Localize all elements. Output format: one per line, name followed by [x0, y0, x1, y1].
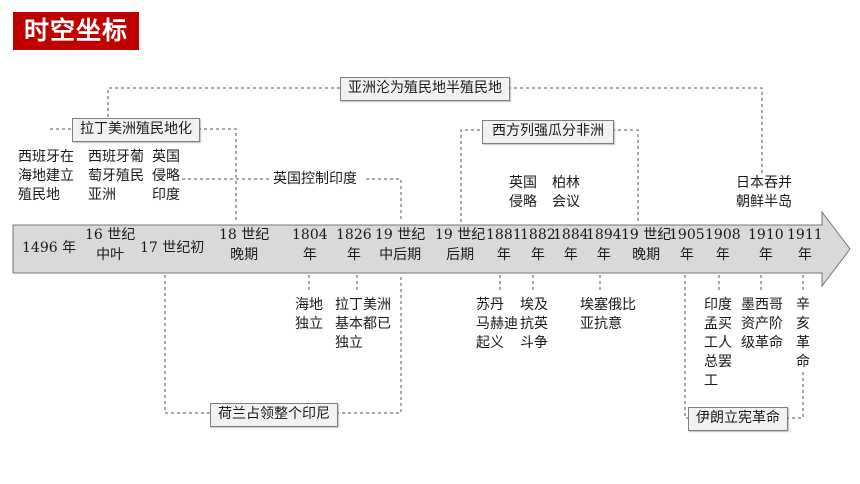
- africa-partition-box: 西方列强瓜分非洲: [482, 120, 614, 144]
- event-haiti-independence: 海地 独立: [295, 297, 323, 332]
- timeline-arrow: [12, 210, 851, 288]
- tick-1911: 1911 年: [787, 227, 823, 263]
- event-latam-independence: 拉丁美洲 基本都已 独立: [335, 297, 391, 351]
- event-xinhai: 辛 亥 革 命: [796, 297, 810, 370]
- uk-control-link: [366, 178, 402, 222]
- event-uk-india-invade: 英国 侵略 印度: [152, 148, 180, 205]
- tick-1905: 1905 年: [669, 227, 705, 263]
- africa-bracket: [460, 129, 639, 222]
- tick-1881: 1881 年: [486, 227, 522, 263]
- event-mexico-revolution: 墨西哥 资产阶 级革命: [741, 297, 783, 351]
- tick-19c-verylate: 19 世纪 晚期: [621, 227, 672, 263]
- iran-revolution-box: 伊朗立宪革命: [688, 407, 788, 431]
- tick-18c-late: 18 世纪 晚期: [219, 227, 270, 263]
- tick-1496: 1496 年: [22, 240, 77, 256]
- event-uk-control-india: 英国控制印度: [273, 169, 357, 189]
- dutch-bracket: [164, 275, 402, 414]
- asia-bracket: [107, 87, 763, 173]
- tick-19c-midlate: 19 世纪 中后期: [375, 227, 426, 263]
- event-berlin-conference: 柏林 会议: [552, 175, 580, 210]
- iran-bracket: [684, 275, 804, 419]
- slide-title: 时空坐标: [13, 12, 139, 50]
- tick-1882: 1882 年: [520, 227, 556, 263]
- tick-19c-late: 19 世纪 后期: [435, 227, 486, 263]
- event-uk-invade-egypt: 英国 侵略: [509, 175, 537, 210]
- tick-16c-mid: 16 世纪 中叶: [85, 227, 136, 263]
- event-sudan-mahdi: 苏丹 马赫迪 起义: [476, 297, 518, 351]
- latin-bracket: [50, 128, 237, 222]
- tick-1884: 1884 年: [553, 227, 589, 263]
- event-japan-korea: 日本吞并 朝鲜半岛: [736, 174, 792, 212]
- event-egypt-war: 埃及 抗英 斗争: [520, 297, 548, 351]
- dutch-indonesia-box: 荷兰占领整个印尼: [210, 403, 338, 427]
- tick-17c-early: 17 世纪初: [140, 240, 205, 256]
- tick-1910: 1910 年: [748, 227, 784, 263]
- event-ethiopia: 埃塞俄比 亚抗意: [580, 297, 636, 332]
- asia-semicolonial-box: 亚洲沦为殖民地半殖民地: [340, 77, 510, 101]
- latin-colonization-box: 拉丁美洲殖民地化: [72, 118, 200, 142]
- event-spain-haiti: 西班牙在 海地建立 殖民地: [18, 149, 74, 203]
- tick-1908: 1908 年: [705, 227, 741, 263]
- event-spain-portugal: 西班牙葡 萄牙殖民 亚洲: [88, 149, 144, 203]
- tick-1804: 1804 年: [292, 227, 328, 263]
- tick-1894: 1894 年: [586, 227, 622, 263]
- tick-1826: 1826 年: [336, 227, 372, 263]
- event-india-strike: 印度 孟买 工人 总罢 工: [704, 297, 732, 389]
